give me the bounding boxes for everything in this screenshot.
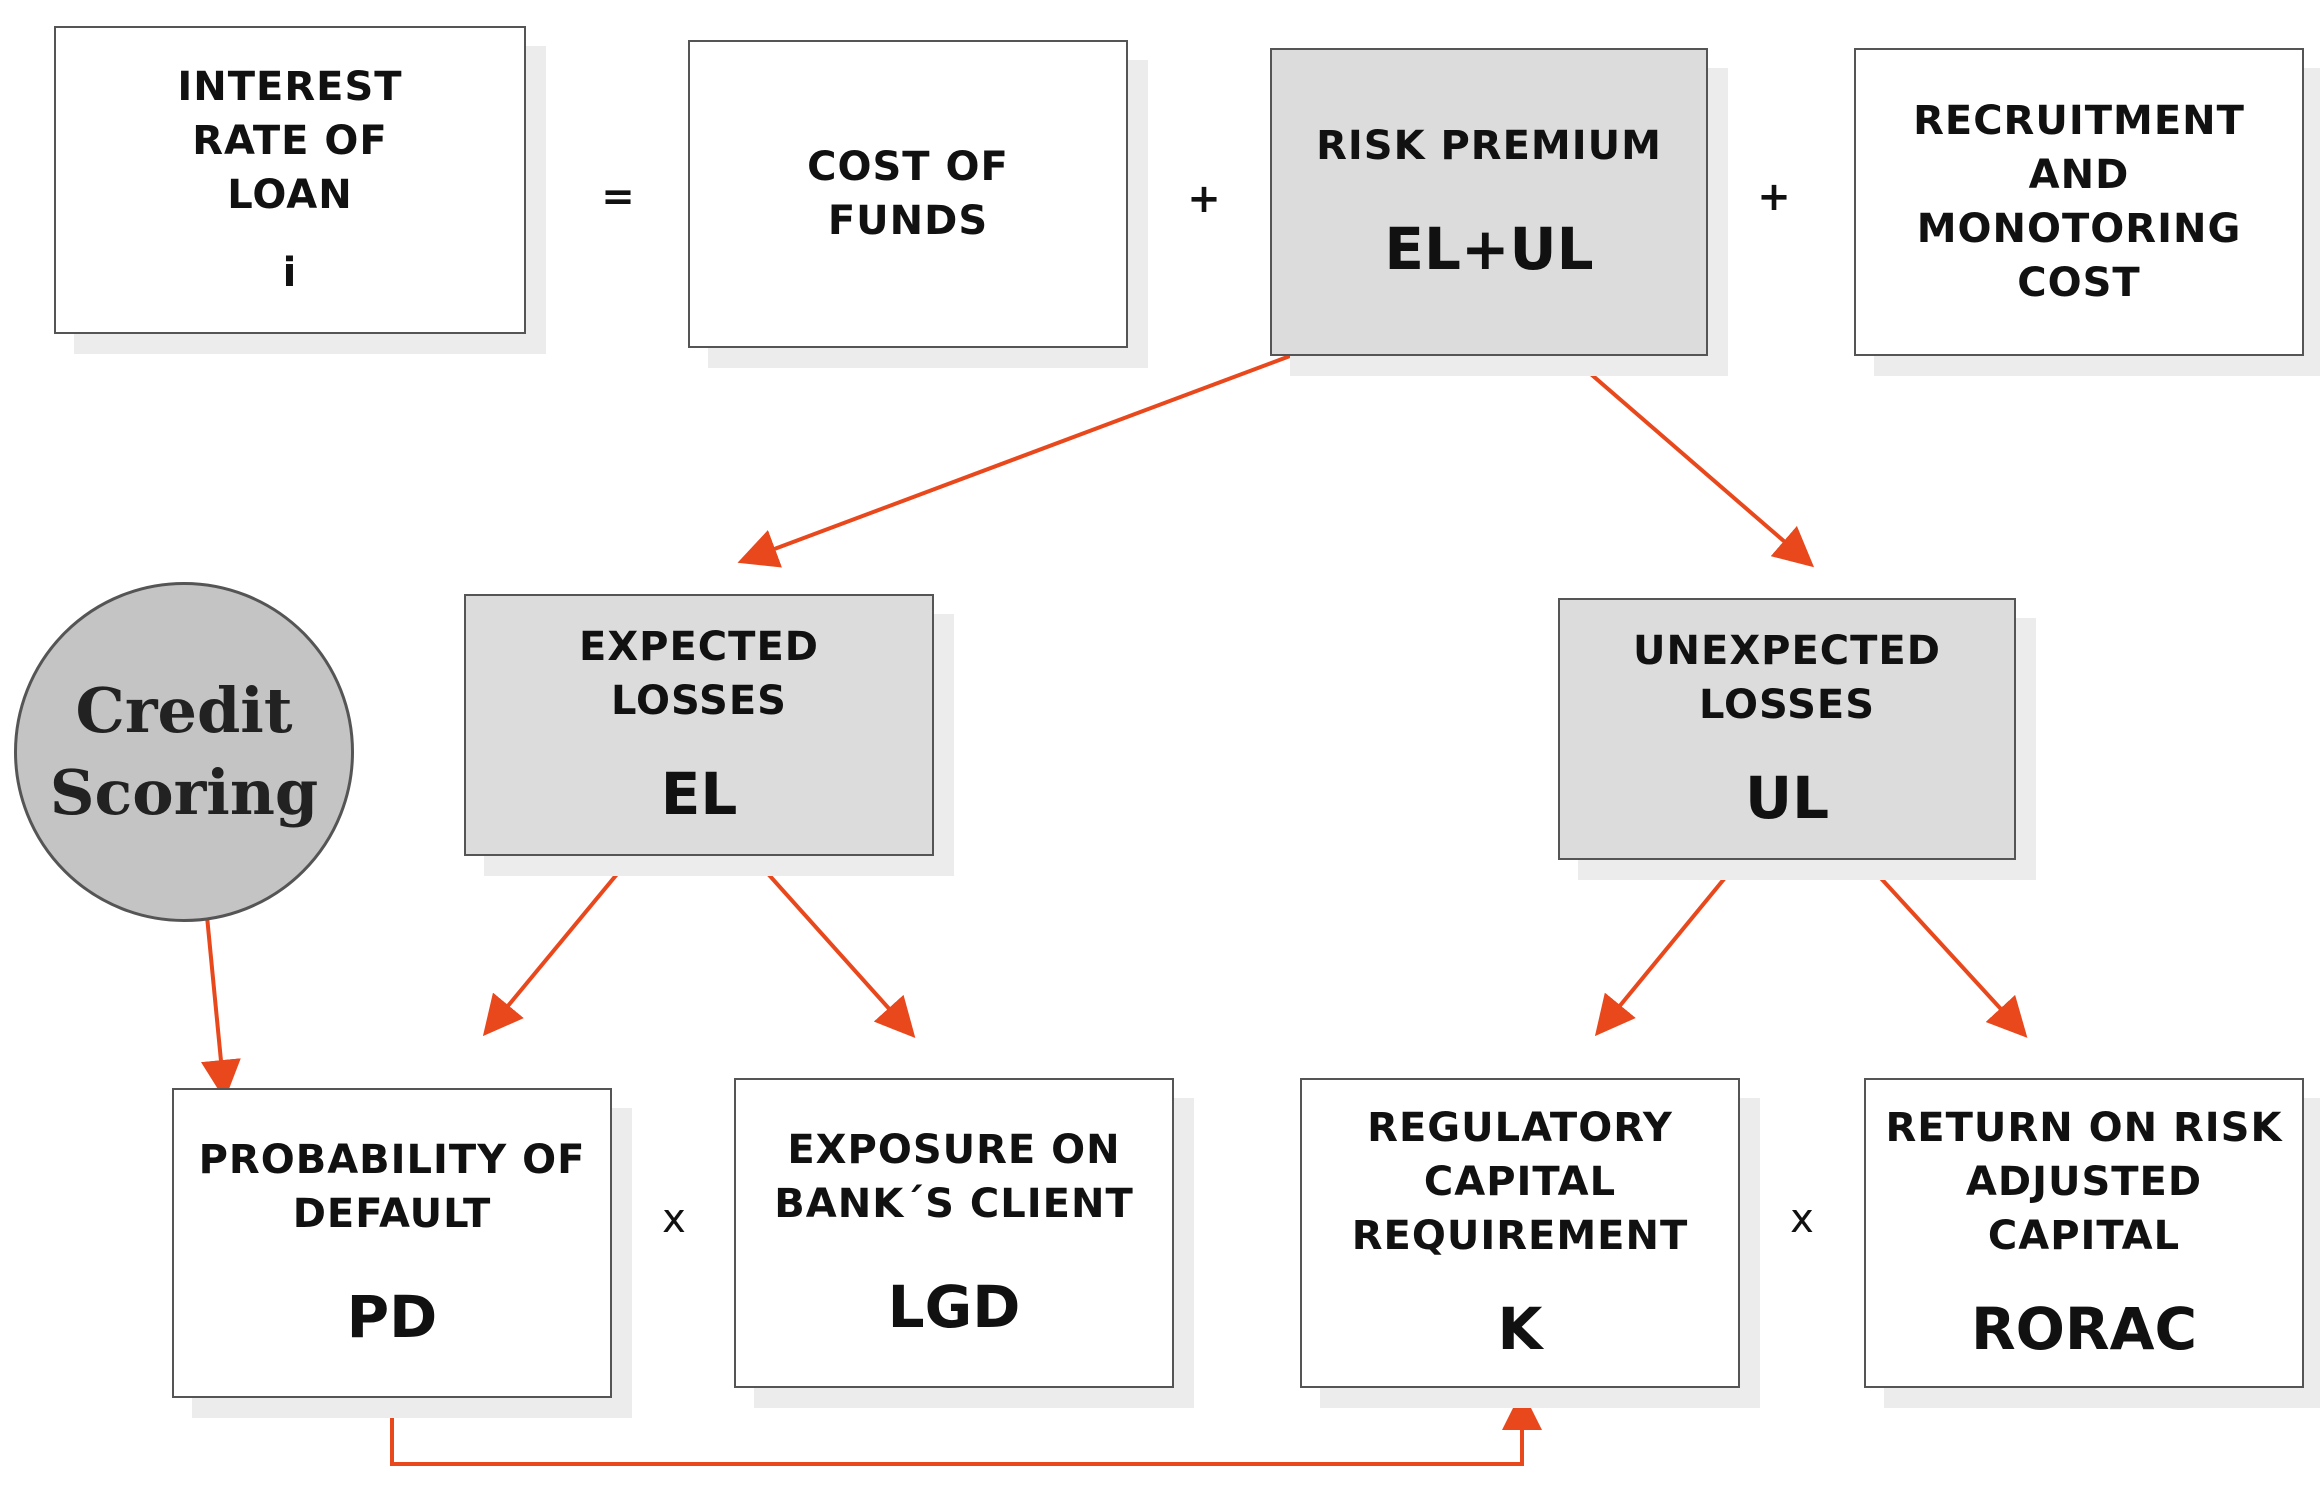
cost-of-funds-label: COST OF FUNDS [807, 144, 1009, 244]
probability-of-default-label: PROBABILITY OF DEFAULT [198, 1137, 586, 1237]
arrow-risk-premium-to-ul [1568, 354, 1815, 568]
arrow-el-to-lgd [750, 854, 916, 1038]
rorac-box: RETURN ON RISK ADJUSTED CAPITAL RORAC [1864, 1078, 2304, 1388]
risk-premium-box: RISK PREMIUM EL+UL [1270, 48, 1708, 356]
probability-of-default-box: PROBABILITY OF DEFAULT PD [172, 1088, 612, 1398]
arrow-ul-to-k [1594, 860, 1740, 1037]
cost-of-funds-box: COST OF FUNDS [688, 40, 1128, 348]
recruitment-cost-label: RECRUITMENT AND MONOTORING COST [1913, 98, 2245, 306]
arrow-el-to-pd [482, 854, 634, 1037]
regulatory-capital-label: REGULATORY CAPITAL REQUIREMENT [1351, 1105, 1689, 1259]
rorac-label: RETURN ON RISK ADJUSTED CAPITAL [1885, 1105, 2283, 1259]
credit-scoring-circle: Credit Scoring [14, 582, 354, 922]
expected-losses-symbol: EL [660, 760, 738, 828]
unexpected-losses-symbol: UL [1744, 764, 1830, 832]
times-operator-1: x [662, 1196, 686, 1242]
probability-of-default-symbol: PD [346, 1283, 438, 1351]
plus-operator-2: + [1757, 174, 1791, 220]
arrow-risk-premium-to-el [737, 354, 1291, 568]
exposure-label: EXPOSURE ON BANK´S CLIENT [774, 1127, 1134, 1227]
exposure-symbol: LGD [887, 1273, 1021, 1341]
rorac-symbol: RORAC [1970, 1295, 2198, 1363]
risk-premium-symbol: EL+UL [1384, 215, 1594, 283]
arrow-credit-scoring-to-pd [201, 905, 241, 1100]
plus-operator-1: + [1187, 176, 1221, 222]
interest-rate-symbol: i [282, 250, 298, 296]
equals-operator: = [601, 174, 635, 220]
unexpected-losses-label: UNEXPECTED LOSSES [1633, 628, 1941, 728]
credit-scoring-label: Credit Scoring [49, 674, 319, 829]
arrow-pd-to-k [390, 1390, 1542, 1466]
arrow-ul-to-rorac [1864, 860, 2028, 1038]
risk-premium-label: RISK PREMIUM [1316, 123, 1662, 169]
recruitment-cost-box: RECRUITMENT AND MONOTORING COST [1854, 48, 2304, 356]
expected-losses-box: EXPECTED LOSSES EL [464, 594, 934, 856]
interest-rate-box: INTEREST RATE OF LOAN i [54, 26, 526, 334]
interest-rate-label: INTEREST RATE OF LOAN [177, 64, 403, 218]
unexpected-losses-box: UNEXPECTED LOSSES UL [1558, 598, 2016, 860]
regulatory-capital-symbol: K [1497, 1295, 1543, 1363]
regulatory-capital-box: REGULATORY CAPITAL REQUIREMENT K [1300, 1078, 1740, 1388]
times-operator-2: x [1790, 1196, 1814, 1242]
expected-losses-label: EXPECTED LOSSES [579, 624, 819, 724]
exposure-box: EXPOSURE ON BANK´S CLIENT LGD [734, 1078, 1174, 1388]
